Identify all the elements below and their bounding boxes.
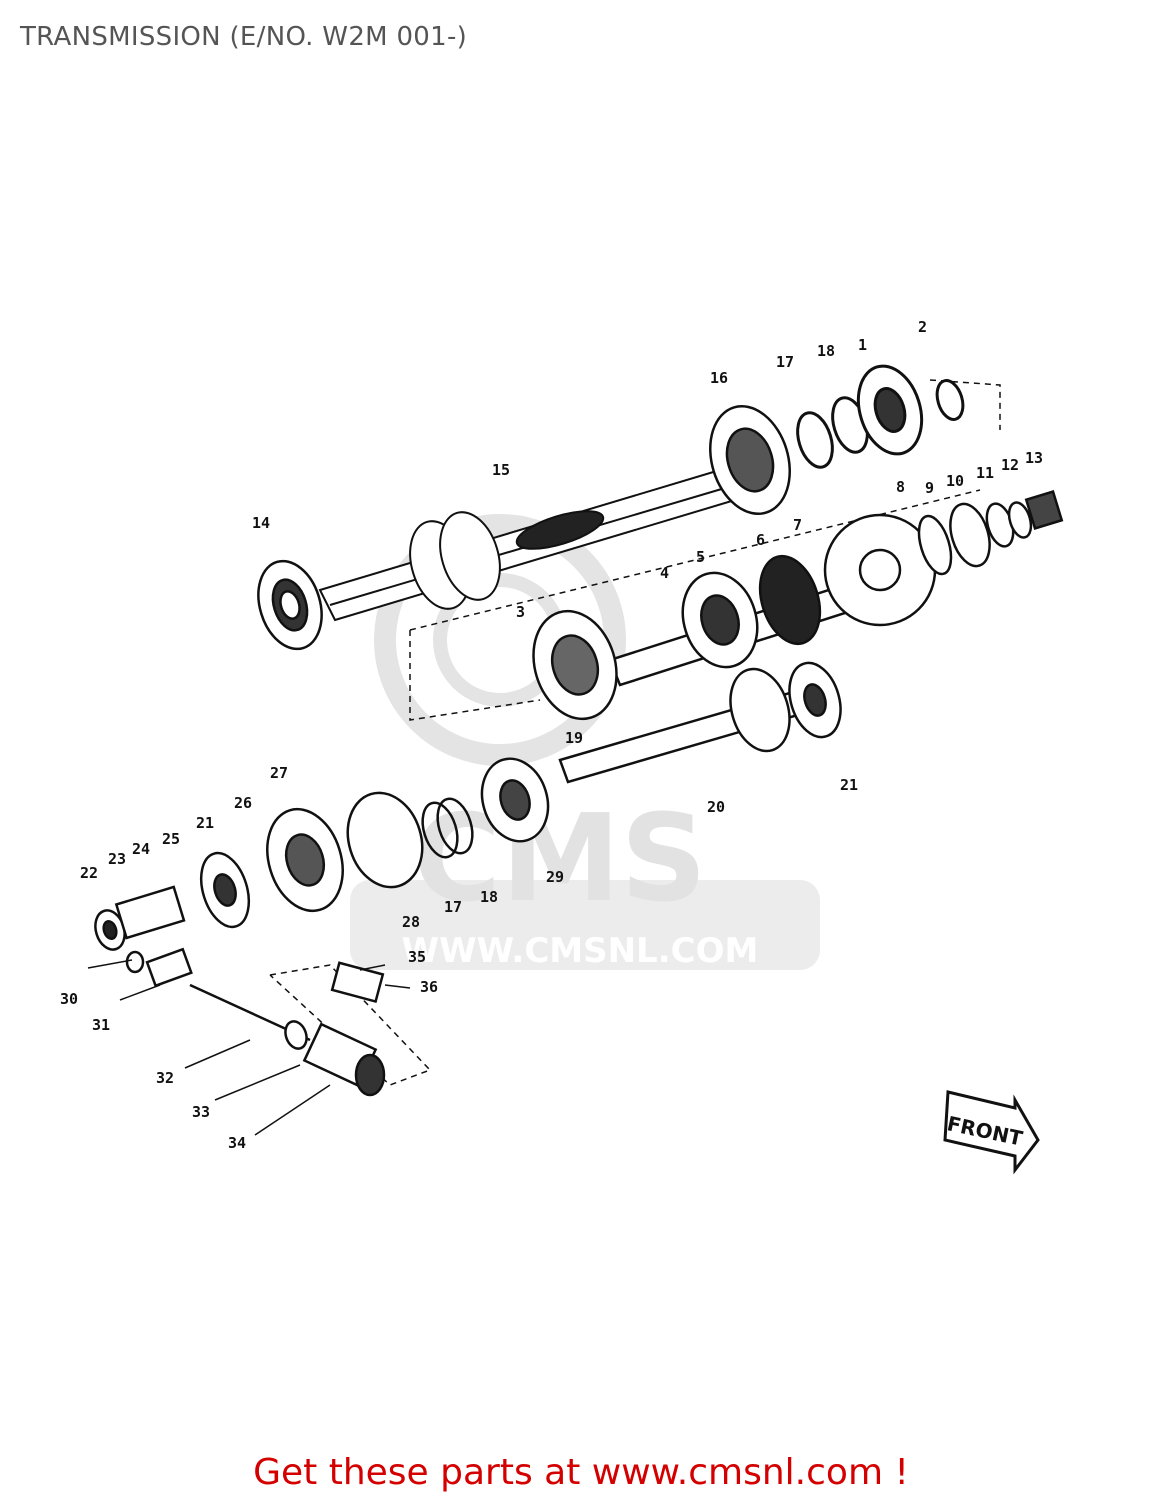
callout: 9 <box>925 479 934 497</box>
speedometer-parts <box>125 947 386 1097</box>
callout: 25 <box>162 830 180 848</box>
callout-labels: 1 2 3 4 5 6 7 8 9 10 11 12 13 14 15 16 1… <box>60 318 1043 1152</box>
callout: 18 <box>817 342 835 360</box>
top-rings <box>796 364 965 469</box>
callout: 31 <box>92 1016 110 1034</box>
footer-shop-link[interactable]: Get these parts at www.cmsnl.com ! <box>253 1452 909 1493</box>
bearing-14 <box>257 559 323 651</box>
callout: 22 <box>80 864 98 882</box>
callout: 11 <box>976 464 994 482</box>
callout: 8 <box>896 478 905 496</box>
callout: 1 <box>858 336 867 354</box>
right-end-parts <box>917 490 1064 576</box>
callout: 14 <box>252 514 270 532</box>
callout: 24 <box>132 840 150 858</box>
watermark: CMS WWW.CMSNL.COM <box>350 514 820 971</box>
callout: 16 <box>710 369 728 387</box>
leader-lines <box>87 959 411 1136</box>
callout: 4 <box>660 564 669 582</box>
watermark-brand: CMS <box>413 790 707 929</box>
callout: 21 <box>840 776 858 794</box>
callout: 30 <box>60 990 78 1008</box>
callout: 19 <box>565 729 583 747</box>
callout: 13 <box>1025 449 1043 467</box>
watermark-url: WWW.CMSNL.COM <box>402 931 759 971</box>
shaft-20 <box>558 661 842 784</box>
callout: 21 <box>196 814 214 832</box>
front-arrow: FRONT <box>943 1090 1040 1175</box>
callout: 5 <box>696 548 705 566</box>
callout: 12 <box>1001 456 1019 474</box>
callout: 35 <box>408 948 426 966</box>
gear-29 <box>480 757 550 843</box>
callout: 34 <box>228 1134 246 1152</box>
callout: 28 <box>402 913 420 931</box>
gear-16 <box>709 404 791 516</box>
callout: 26 <box>234 794 252 812</box>
callout: 3 <box>516 603 525 621</box>
callout: 29 <box>546 868 564 886</box>
callout: 17 <box>444 898 462 916</box>
callout: 6 <box>756 531 765 549</box>
callout: 15 <box>492 461 510 479</box>
main-shaft <box>318 468 737 622</box>
callout: 17 <box>776 353 794 371</box>
callout: 2 <box>918 318 927 336</box>
page-title: TRANSMISSION (E/NO. W2M 001-) <box>20 22 468 52</box>
callout: 36 <box>420 978 438 996</box>
callout: 33 <box>192 1103 210 1121</box>
callout: 23 <box>108 850 126 868</box>
counter-shaft <box>532 513 937 721</box>
callout: 20 <box>707 798 725 816</box>
callout: 10 <box>946 472 964 490</box>
callout: 18 <box>480 888 498 906</box>
callout: 32 <box>156 1069 174 1087</box>
callout: 7 <box>793 516 802 534</box>
lower-assembly <box>94 791 474 951</box>
callout: 27 <box>270 764 288 782</box>
